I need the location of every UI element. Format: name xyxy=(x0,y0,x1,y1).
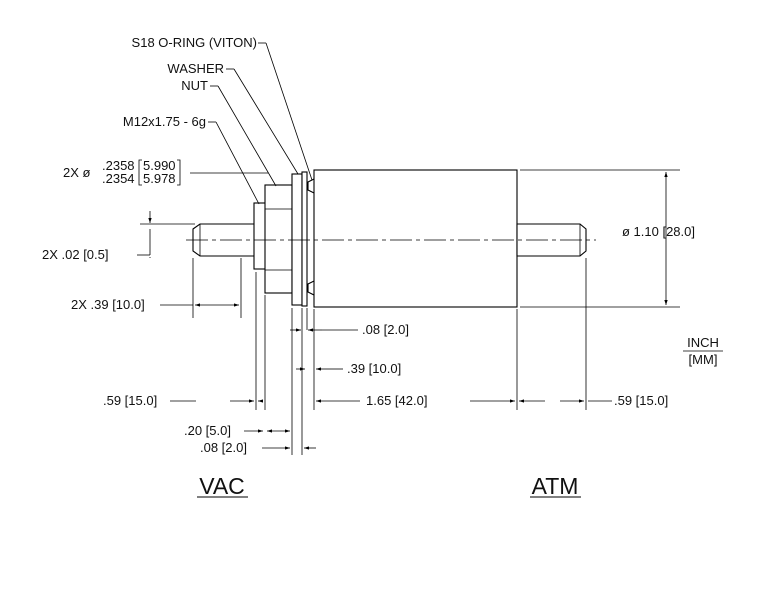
label-body-len: 1.65 [42.0] xyxy=(366,393,427,408)
label-oring: S18 O-RING (VITON) xyxy=(132,35,257,50)
label-washer-thk: .08 [2.0] xyxy=(200,440,247,455)
label-nut: NUT xyxy=(181,78,208,93)
label-atm-ext: .59 [15.0] xyxy=(614,393,668,408)
label-flange-thk: .08 [2.0] xyxy=(362,322,409,337)
part-outline xyxy=(186,169,596,308)
unit-mm: [MM] xyxy=(689,352,718,367)
label-shaft-dia-max: .2358 xyxy=(102,158,135,173)
label-vac-ext: .59 [15.0] xyxy=(103,393,157,408)
label-shaft-dia-prefix: 2X ø xyxy=(63,165,91,180)
label-shaft-len: 2X .39 [10.0] xyxy=(71,297,145,312)
dimensions xyxy=(137,159,723,498)
label-thread: M12x1.75 - 6g xyxy=(123,114,206,129)
leaders xyxy=(190,42,313,205)
unit-inch: INCH xyxy=(687,335,719,350)
label-nut-thk: .20 [5.0] xyxy=(184,423,231,438)
label-shaft-dia-mm-max: 5.990 xyxy=(143,158,176,173)
labels: S18 O-RING (VITON) WASHER NUT M12x1.75 -… xyxy=(42,35,719,499)
label-vac: VAC xyxy=(199,473,245,499)
label-washer: WASHER xyxy=(167,61,224,76)
thread-stub xyxy=(253,202,267,270)
nut xyxy=(264,184,293,294)
label-face-len: .39 [10.0] xyxy=(347,361,401,376)
label-shaft-dia-min: .2354 xyxy=(102,171,135,186)
label-atm: ATM xyxy=(532,473,579,499)
label-flat: 2X .02 [0.5] xyxy=(42,247,109,262)
flange xyxy=(301,171,308,307)
washer xyxy=(291,173,303,306)
label-body-dia: ø 1.10 [28.0] xyxy=(622,224,695,239)
label-shaft-dia-mm-min: 5.978 xyxy=(143,171,176,186)
main-body xyxy=(313,169,518,308)
